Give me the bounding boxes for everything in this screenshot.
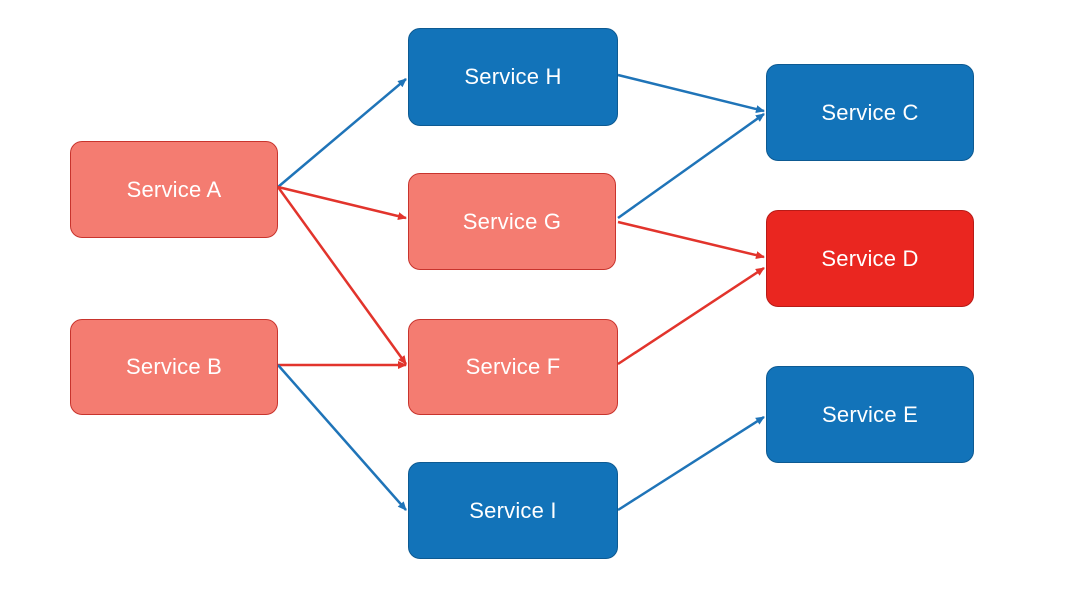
service-node-d[interactable]: Service D: [766, 210, 974, 307]
service-node-h[interactable]: Service H: [408, 28, 618, 126]
edge-b-to-i: [277, 364, 407, 511]
service-f-label: Service F: [465, 354, 561, 379]
service-b-label: Service B: [126, 354, 222, 379]
edge-i-to-e: [617, 415, 765, 512]
service-c-label: Service C: [821, 99, 919, 125]
edge-a-to-h: [277, 78, 407, 188]
service-e-label: Service E: [822, 401, 918, 427]
service-d-label: Service D: [821, 245, 919, 271]
service-node-a[interactable]: Service A: [70, 141, 278, 238]
service-node-e[interactable]: Service E: [766, 366, 974, 463]
edge-g-to-c: [617, 112, 765, 220]
service-a-label: Service A: [126, 176, 222, 202]
service-h-label: Service H: [464, 64, 562, 89]
service-node-g[interactable]: Service G: [408, 173, 616, 270]
edge-h-to-c: [617, 73, 765, 113]
edge-a-to-g: [277, 185, 407, 221]
service-node-b[interactable]: Service B: [70, 319, 278, 415]
edge-a-to-f: [276, 186, 408, 365]
edge-g-to-d: [617, 220, 765, 260]
service-node-i[interactable]: Service I: [408, 462, 618, 559]
service-node-c[interactable]: Service C: [766, 64, 974, 161]
service-node-f[interactable]: Service F: [408, 319, 618, 415]
edge-f-to-d: [617, 266, 765, 366]
service-g-label: Service G: [462, 208, 562, 234]
service-i-label: Service I: [469, 497, 557, 523]
